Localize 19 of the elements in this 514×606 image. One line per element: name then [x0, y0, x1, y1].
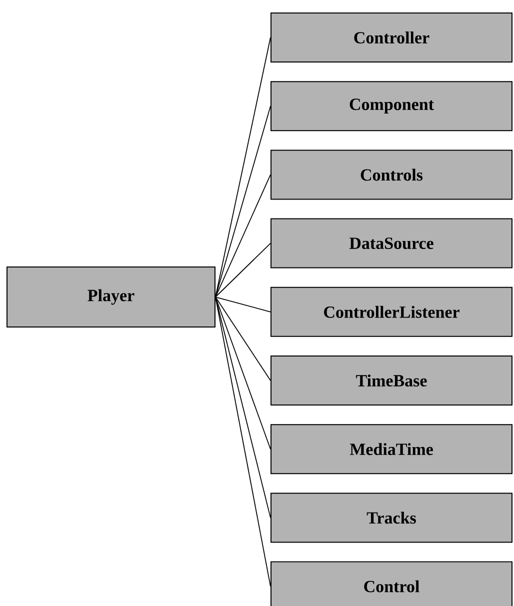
connector-line [215, 296, 271, 518]
component-box: DataSource [270, 218, 512, 268]
component-box: Control [270, 561, 512, 606]
connector-line [215, 296, 271, 450]
connector-line [215, 242, 271, 298]
component-box: Controller [270, 12, 512, 62]
connector-line [215, 106, 271, 298]
connector-line [215, 37, 271, 298]
component-box: Tracks [270, 492, 512, 543]
connector-line [215, 296, 271, 381]
component-box: MediaTime [270, 424, 512, 474]
component-box: TimeBase [270, 356, 512, 406]
connector-line [215, 174, 271, 298]
connector-line [215, 296, 271, 587]
connector-line [215, 296, 271, 312]
player-box: Player [6, 266, 216, 328]
component-box: Component [270, 81, 512, 132]
component-box: ControllerListener [270, 286, 512, 337]
component-box: Controls [270, 150, 512, 200]
